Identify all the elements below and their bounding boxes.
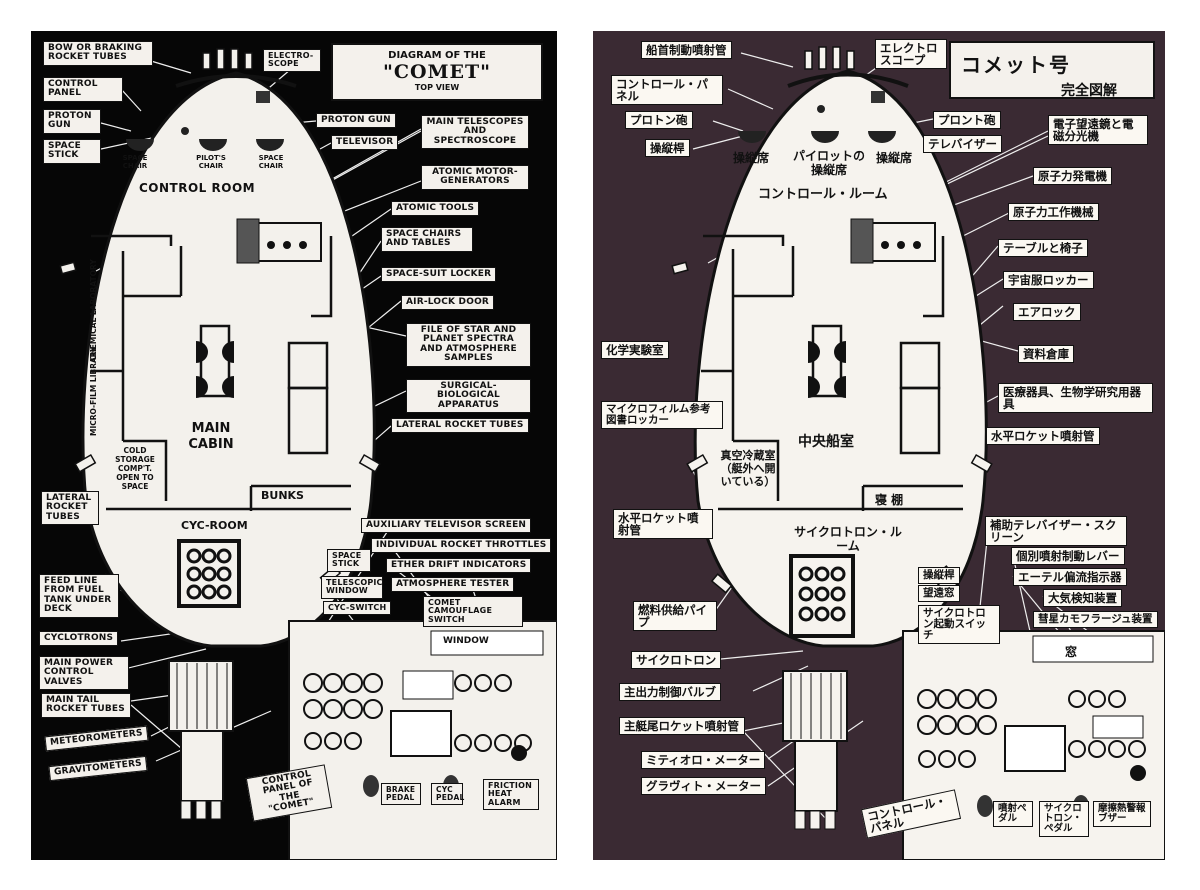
label-lateral-right: LATERAL ROCKET TUBES [391,418,529,434]
ja-label-fuel-pipe: 燃料供給パイプ [633,601,717,632]
ja-label-atmosphere-tester: 大気検知装置 [1043,589,1122,608]
ja-label-atomic-motor: 原子力発電機 [1033,167,1112,186]
ja-interior-control-room: コントロール・ルーム [758,187,888,202]
label-atomic-motor: ATOMIC MOTOR-GENERATORS [421,165,529,190]
ja-label-air-lock: エアロック [1013,303,1081,322]
ja-interior-bunks: 寝 棚 [875,493,904,507]
ja-label-televisor: テレバイザー [923,135,1002,154]
ja-label-cyc-pedal: サイクロトロン・ペダル [1039,801,1089,837]
ja-label-medical: 医療器具、生物学研究用器具 [998,383,1153,414]
label-bow-tubes: BOW OR BRAKING ROCKET TUBES [43,41,153,66]
ja-label-power-valves: 主出力制御バルブ [619,683,721,702]
ja-label-proton-gun-left: プロトン砲 [625,111,693,130]
japanese-title-box: コメット号 完全図解 [949,41,1155,99]
label-chairs-tables: SPACE CHAIRS AND TABLES [381,227,473,252]
ja-label-gravitometers: グラヴィト・メーター [641,777,766,796]
interior-film-library: MICRO-FILM LIBRARY [89,346,98,436]
ja-interior-seat-right: 操縦席 [876,151,913,165]
ja-label-aux-televisor: 補助テレバイザー・スクリーン [985,516,1127,547]
ja-label-telescopic-window: 望遠窓 [918,585,960,603]
ja-label-ether-drift: エーテル偏流指示器 [1013,568,1127,587]
english-diagram-panel: DIAGRAM OF THE "COMET" TOP VIEW BOW OR B… [31,31,557,860]
ja-interior-cyc-room: サイクロトロン・ルーム [794,525,902,554]
japanese-ship-drawing [671,46,1165,860]
label-surgical: SURGICAL-BIOLOGICAL APPARATUS [406,379,531,414]
ja-label-suit-locker: 宇宙服ロッカー [1003,271,1094,290]
label-telescopes: MAIN TELESCOPES AND SPECTROSCOPE [421,115,529,150]
english-ship-drawing [59,48,557,860]
english-title-line2: "COMET" [382,61,492,83]
ja-label-telescopes: 電子望遠鏡と電磁分光機 [1048,115,1148,146]
label-throttles: INDIVIDUAL ROCKET THROTTLES [371,538,552,554]
ja-label-lateral-right: 水平ロケット噴射管 [986,427,1100,446]
interior-window: WINDOW [443,636,489,646]
ja-label-steering-2: 操縦桿 [918,567,960,585]
ja-label-chairs-tables: テーブルと椅子 [998,239,1088,258]
label-power-valves: MAIN POWER CONTROL VALVES [39,656,129,691]
label-atmosphere-tester: ATMOSPHERE TESTER [391,577,515,593]
label-lateral-left: LATERAL ROCKET TUBES [41,491,99,526]
ja-label-atomic-tools: 原子力工作機械 [1008,203,1099,222]
label-star-file: FILE OF STAR AND PLANET SPECTRA AND ATMO… [406,323,531,367]
ja-label-archive: 資料倉庫 [1018,345,1074,364]
label-atomic-tools: ATOMIC TOOLS [391,201,480,217]
ja-interior-seat-left: 操縦席 [733,151,770,165]
interior-control-room: CONTROL ROOM [139,181,256,195]
ja-interior-cold-storage: 真空冷蔵室（艇外へ開いている） [720,449,776,489]
ja-label-cyclotron: サイクロトロン [631,651,722,670]
ja-label-meteorometers: ミティオロ・メーター [641,751,766,770]
ja-label-camouflage: 彗星カモフラージュ装置 [1033,611,1158,629]
interior-pilots-chair: PILOT'S CHAIR [196,154,226,170]
ja-label-chem-lab: 化学実験室 [601,341,669,360]
label-air-lock: AIR-LOCK DOOR [401,295,495,311]
label-electroscope: ELECTRO-SCOPE [263,49,321,72]
ja-interior-window: 窓 [1065,645,1078,659]
label-feed-line: FEED LINE FROM FUEL TANK UNDER DECK [39,574,119,618]
label-cyc-switch: CYC-SWITCH [323,601,392,616]
ja-label-bow-tubes: 船首制動噴射管 [641,41,732,60]
japanese-title-line2: 完全図解 [1061,83,1117,99]
interior-space-chair-right: SPACE CHAIR [258,154,284,170]
interior-space-chair-left: SPACE CHAIR [122,154,148,170]
ja-interior-main-cabin: 中央船室 [798,434,854,450]
label-suit-locker: SPACE-SUIT LOCKER [381,267,497,283]
label-space-stick: SPACE STICK [43,139,101,164]
interior-cold-storage: COLD STORAGE COMP'T. OPEN TO SPACE [115,446,155,491]
english-title-line1: DIAGRAM OF THE [388,50,486,61]
ja-interior-pilot-seat: パイロットの操縦席 [792,149,865,178]
ja-label-friction-alarm: 摩擦熱警報ブザー [1093,801,1151,827]
label-cyc-pedal: CYC PEDAL [431,783,464,805]
ja-label-steering-stick: 操縦桿 [645,139,690,158]
ja-label-lateral-left: 水平ロケット噴射管 [613,509,713,540]
english-title-box: DIAGRAM OF THE "COMET" TOP VIEW [331,43,543,101]
ja-label-jet-pedal: 噴射ペダル [993,801,1033,827]
japanese-diagram-panel: コメット号 完全図解 船首制動噴射管 エレクトロスコープ コントロール・パネル … [593,31,1165,860]
ja-label-control-panel: コントロール・パネル [611,75,723,106]
label-tail-tubes: MAIN TAIL ROCKET TUBES [41,693,131,718]
label-space-stick-2: SPACE STICK [327,549,371,572]
ja-label-tail-tubes: 主艇尾ロケット噴射管 [619,717,745,736]
label-control-panel: CONTROL PANEL [43,77,123,102]
ja-label-proton-gun-right: プロント砲 [933,111,1001,130]
label-telescopic-window: TELESCOPIC WINDOW [321,576,383,599]
english-title-line3: TOP VIEW [414,83,460,92]
label-ether-drift: ETHER DRIFT INDICATORS [386,558,532,574]
label-cyclotrons: CYCLOTRONS [39,631,119,647]
japanese-title-line1: コメット号 [961,53,1071,77]
ja-label-electroscope: エレクトロスコープ [875,39,947,70]
label-camouflage: COMET CAMOUFLAGE SWITCH [423,596,523,628]
ja-label-cyc-switch: サイクロトロン起動スイッチ [918,605,1000,645]
ja-label-throttles: 個別噴射制動レバー [1011,547,1125,566]
interior-main-cabin: MAIN CABIN [188,421,234,452]
label-televisor: TELEVISOR [331,135,399,151]
ja-label-film-library: マイクロフィルム参考図書ロッカー [601,401,723,430]
label-proton-gun-right: PROTON GUN [316,113,396,129]
interior-cyc-room: CYC-ROOM [181,519,248,532]
label-friction-alarm: FRICTION HEAT ALARM [483,779,539,811]
label-brake-pedal: BRAKE PEDAL [381,783,421,805]
interior-bunks: BUNKS [261,489,304,502]
label-aux-televisor: AUXILIARY TELEVISOR SCREEN [361,518,532,534]
label-proton-gun-left: PROTON GUN [43,109,101,134]
